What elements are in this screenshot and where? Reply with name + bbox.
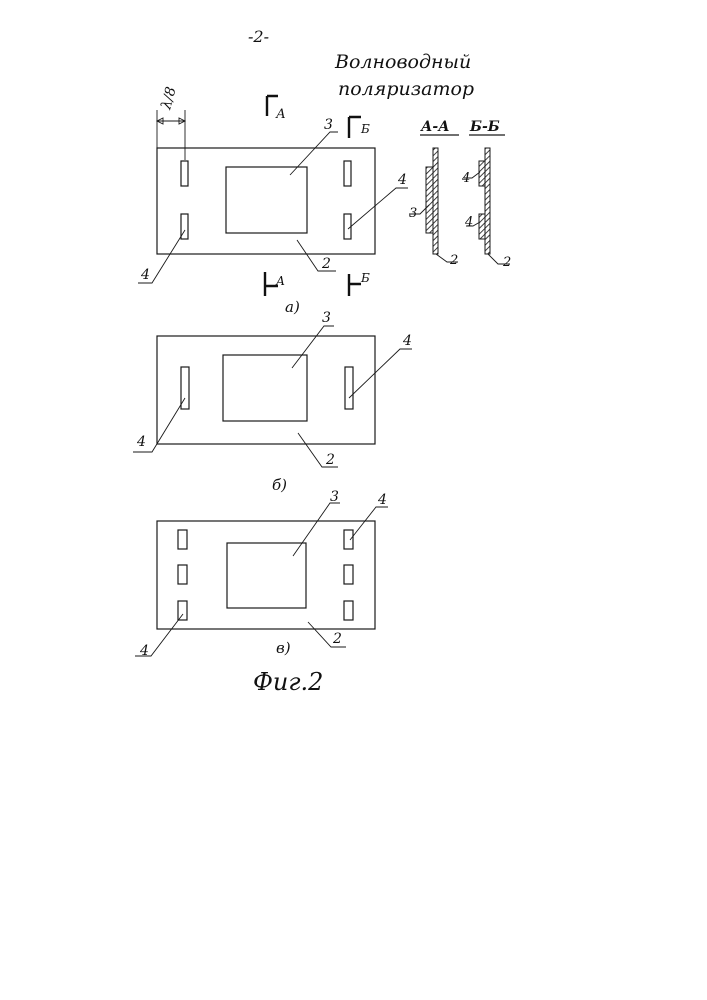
slot-a-1 xyxy=(181,161,188,186)
callout-3-c: 3 xyxy=(330,489,339,505)
section-b-top-label: Б xyxy=(360,122,370,136)
section-bb-slot-bottom xyxy=(479,214,485,239)
callout-2-b: 2 xyxy=(325,452,335,468)
section-aa-window xyxy=(426,167,433,233)
figure-b: 3 4 4 2 б) xyxy=(133,310,412,494)
callout-2-aa: 2 xyxy=(449,253,458,268)
figure-a: λ/8 А Б 3 4 4 2 А Б а) xyxy=(138,85,408,316)
dimension-label: λ/8 xyxy=(158,85,180,112)
sections: А-А Б-Б 3 2 4 4 2 xyxy=(409,119,511,270)
slot-c-2 xyxy=(178,565,187,584)
callout-4-c-right: 4 xyxy=(377,492,387,508)
section-mark-b-bottom xyxy=(349,274,361,296)
title-line-1: Волноводный xyxy=(334,51,471,73)
plate-b xyxy=(157,336,375,444)
section-a-top-label: А xyxy=(275,107,286,122)
page-number: -2- xyxy=(248,27,269,46)
title-line-2: поляризатор xyxy=(338,78,474,100)
figure-c: 3 4 4 2 в) xyxy=(135,489,388,659)
plate-c xyxy=(157,521,375,629)
section-bb-plate xyxy=(485,148,490,254)
figure-c-label: в) xyxy=(276,639,291,657)
callout-4-b-right: 4 xyxy=(402,333,412,349)
slot-c-5 xyxy=(344,565,353,584)
section-aa-title: А-А xyxy=(420,119,450,135)
section-a-bottom-label: А xyxy=(275,274,285,288)
section-b-bottom-label: Б xyxy=(360,271,370,285)
callout-4-a-left: 4 xyxy=(140,267,150,283)
section-bb-title: Б-Б xyxy=(469,119,500,135)
slot-a-3 xyxy=(344,161,351,186)
figure-a-label: а) xyxy=(285,298,300,316)
figure-caption: Фиг.2 xyxy=(253,668,323,696)
slot-a-4 xyxy=(344,214,351,239)
slot-c-4 xyxy=(344,530,353,549)
callout-4-a-right: 4 xyxy=(397,172,407,188)
callout-2-a: 2 xyxy=(321,256,331,272)
callout-3-b: 3 xyxy=(322,310,331,326)
section-mark-b-top xyxy=(349,117,361,138)
section-aa-plate xyxy=(433,148,438,254)
callout-4-b-left: 4 xyxy=(136,434,146,450)
callout-3-aa: 3 xyxy=(409,206,417,221)
window-a xyxy=(226,167,307,233)
slot-b-2 xyxy=(345,367,353,409)
slot-c-3 xyxy=(178,601,187,620)
callout-4-bb-bottom: 4 xyxy=(464,215,473,230)
callout-3-a: 3 xyxy=(324,117,333,133)
callout-2-c: 2 xyxy=(332,631,342,647)
slot-c-6 xyxy=(344,601,353,620)
callout-4-c-left: 4 xyxy=(139,643,149,659)
section-bb-slot-top xyxy=(479,161,485,186)
callout-4-bb-top: 4 xyxy=(461,171,470,186)
slot-c-1 xyxy=(178,530,187,549)
window-c xyxy=(227,543,306,608)
plate-a xyxy=(157,148,375,254)
figure-b-label: б) xyxy=(272,476,287,494)
callout-2-bb: 2 xyxy=(502,255,511,270)
